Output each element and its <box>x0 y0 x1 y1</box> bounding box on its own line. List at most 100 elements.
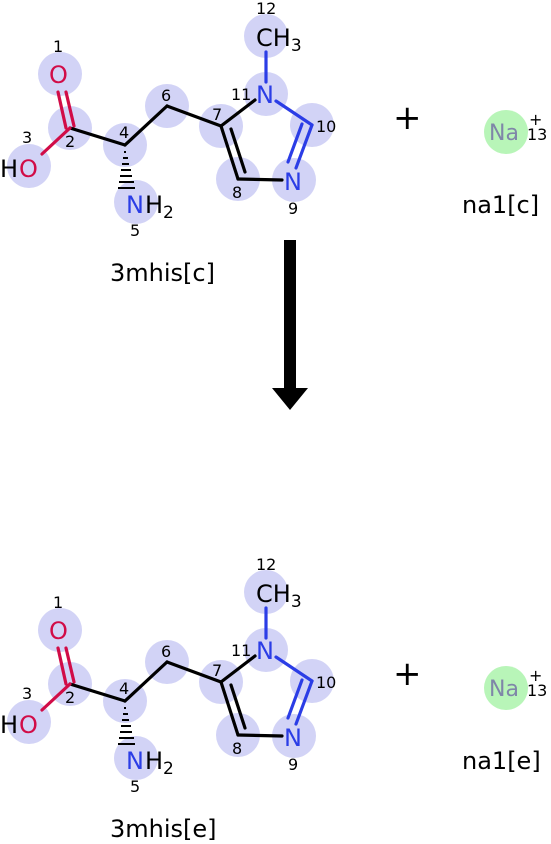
bond-c7-c8-b <box>229 683 247 730</box>
atom-o3: O <box>19 711 38 739</box>
atom-index-9: 9 <box>288 755 298 774</box>
bond-c4-c6 <box>123 660 169 703</box>
atom-highlight-9 <box>272 714 316 758</box>
bond-c10-n11 <box>274 655 314 683</box>
atom-highlight-1 <box>38 608 82 652</box>
plus-sign-top: + <box>393 98 422 138</box>
plus-sign-bottom: + <box>393 654 422 694</box>
atom-n11: N <box>256 81 274 109</box>
atom-n9: N <box>284 724 302 752</box>
bond-c2-o1-a <box>56 646 68 686</box>
atom-o3: O <box>19 155 38 183</box>
atom-h-hydroxyl: H <box>0 155 18 183</box>
reaction-arrow <box>272 240 308 410</box>
atom-highlight-13 <box>484 110 528 154</box>
bond-c2-c4 <box>68 682 127 703</box>
atom-index-5: 5 <box>130 221 140 240</box>
bond-c7-n11 <box>219 98 257 128</box>
reactant-name: 3mhis[c] <box>110 259 215 287</box>
atom-index-3: 3 <box>22 684 32 703</box>
atom-index-1: 1 <box>53 593 63 612</box>
atom-highlight-11 <box>244 72 288 116</box>
atom-index-2: 2 <box>65 688 75 707</box>
atom-index-10: 10 <box>316 673 336 692</box>
atom-index-6: 6 <box>161 86 171 105</box>
hash-wedge-c4-n5 <box>118 151 135 189</box>
atom-o1: O <box>49 61 68 89</box>
bond-c8-n9 <box>236 177 284 182</box>
atom-charge: + <box>529 110 542 129</box>
product-name: 3mhis[e] <box>110 815 217 843</box>
atom-index-7: 7 <box>212 105 222 124</box>
bond-c7-c8-b <box>229 127 247 174</box>
atom-highlight-12 <box>244 14 288 58</box>
atom-index-10: 10 <box>316 117 336 136</box>
atom-index-13: 13 <box>527 681 547 700</box>
bond-c8-n9 <box>236 733 284 738</box>
atom-na: Na <box>489 121 519 146</box>
atom-index-3: 3 <box>22 128 32 147</box>
atom-h-hydroxyl: H <box>0 711 18 739</box>
bond-n9-c10-a <box>294 679 314 726</box>
bond-n9-c10-b <box>286 678 304 720</box>
atom-index-12: 12 <box>256 555 276 574</box>
bond-c2-o1-b <box>64 90 76 128</box>
bond-n9-c10-a <box>294 123 314 170</box>
atom-index-5: 5 <box>130 777 140 796</box>
atom-index-11: 11 <box>231 85 251 104</box>
atom-index-8: 8 <box>232 183 242 202</box>
atom-highlight-3 <box>7 144 51 188</box>
atom-index-2: 2 <box>65 132 75 151</box>
product-sodium-ion: Na + 13 <box>484 666 547 710</box>
atom-c12: CH3 <box>256 580 302 612</box>
bond-c10-n11 <box>274 99 314 127</box>
atom-index-8: 8 <box>232 739 242 758</box>
bond-c2-o3 <box>40 682 72 712</box>
atom-highlight-13 <box>484 666 528 710</box>
atom-highlight-12 <box>244 570 288 614</box>
bond-c7-n11 <box>219 654 257 684</box>
atom-h5: H2 <box>145 747 174 779</box>
atom-index-4: 4 <box>119 679 129 698</box>
atom-c12: CH3 <box>256 24 302 56</box>
atom-charge: + <box>529 666 542 685</box>
atom-index-6: 6 <box>161 642 171 661</box>
atom-n5: N <box>126 191 144 219</box>
bond-c6-c7 <box>165 660 223 684</box>
bond-c7-c8-a <box>219 680 240 737</box>
bond-c2-o3 <box>40 126 72 156</box>
bond-n9-c10-b <box>286 122 304 164</box>
atom-o1: O <box>49 617 68 645</box>
atom-index-9: 9 <box>288 199 298 218</box>
bond-c4-c6 <box>123 104 169 147</box>
atom-highlight-1 <box>38 52 82 96</box>
reactant-sodium-ion: Na + 13 <box>484 110 547 154</box>
bond-c2-o1-a <box>56 90 68 130</box>
atom-index-1: 1 <box>53 37 63 56</box>
atom-highlight-9 <box>272 158 316 202</box>
atom-index-7: 7 <box>212 661 222 680</box>
atom-n9: N <box>284 168 302 196</box>
hash-wedge-c4-n5 <box>118 707 135 745</box>
atom-index-11: 11 <box>231 641 251 660</box>
atom-highlight-3 <box>7 700 51 744</box>
atom-index-13: 13 <box>527 125 547 144</box>
reactant-ion-name: na1[c] <box>462 191 539 219</box>
atom-highlight-5 <box>114 736 158 780</box>
bond-c2-c4 <box>68 126 127 147</box>
atom-n5: N <box>126 747 144 775</box>
bond-c6-c7 <box>165 104 223 128</box>
atom-na: Na <box>489 677 519 702</box>
bond-c2-o1-b <box>64 646 76 684</box>
atom-highlight-11 <box>244 628 288 672</box>
atom-highlight-5 <box>114 180 158 224</box>
atom-h5: H2 <box>145 191 174 223</box>
atom-index-12: 12 <box>256 0 276 18</box>
bond-c7-c8-a <box>219 124 240 181</box>
product-molecule: O H O N H2 N N CH3 1 2 3 4 5 6 7 8 9 10 … <box>0 555 336 796</box>
product-ion-name: na1[e] <box>462 747 541 775</box>
reactant-molecule: O H O N H2 N N CH3 1 2 3 4 5 6 7 8 9 10 … <box>0 0 336 240</box>
atom-n11: N <box>256 637 274 665</box>
atom-index-4: 4 <box>119 123 129 142</box>
